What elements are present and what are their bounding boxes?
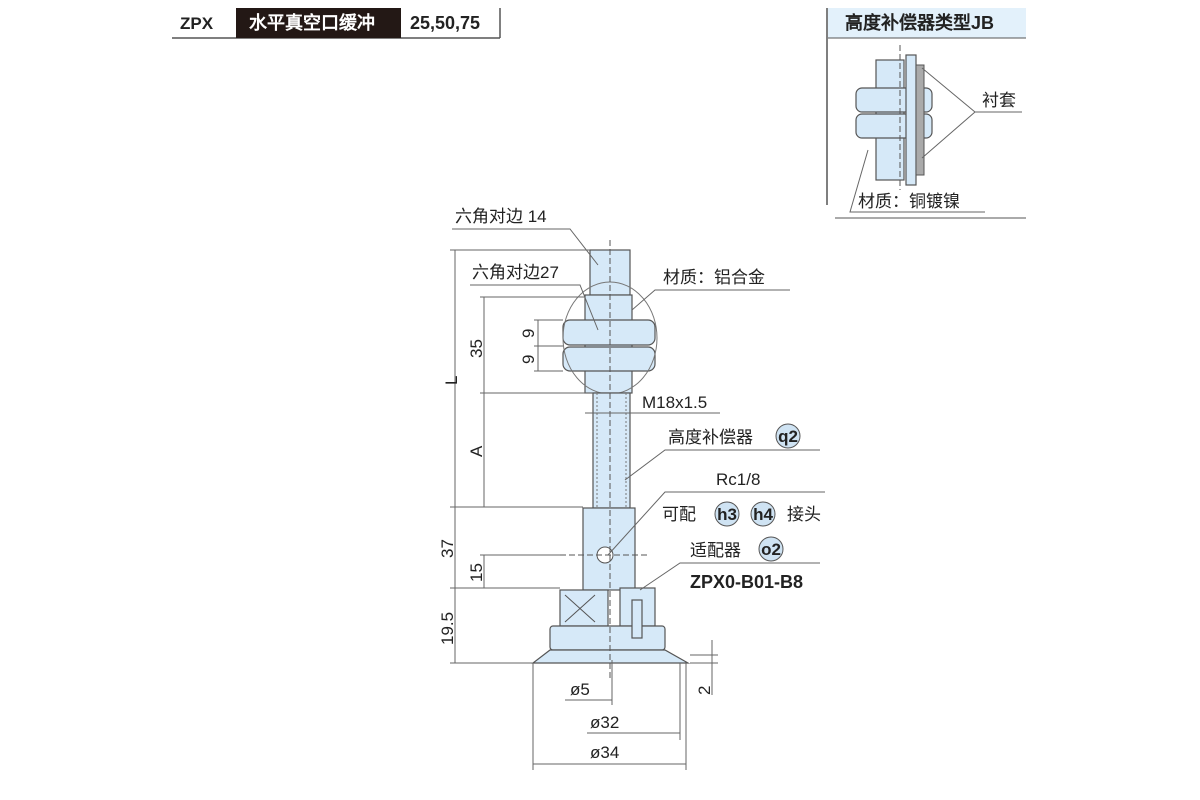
callout-fitting-prefix: 可配 xyxy=(662,505,696,524)
dim-35: 35 xyxy=(467,339,486,358)
hex-nut-lower xyxy=(562,346,656,372)
dim-37: 37 xyxy=(438,539,457,558)
threaded-rod xyxy=(592,392,631,509)
fitting-h3-badge: h3 xyxy=(717,505,737,524)
callout-compensator: 高度补偿器 xyxy=(668,428,753,447)
callout-adapter: 适配器 xyxy=(690,541,741,560)
dim-phi34: ø34 xyxy=(590,743,619,762)
title-box xyxy=(236,8,401,38)
dim-19-5: 19.5 xyxy=(438,612,457,645)
hex-nut-upper xyxy=(562,319,656,346)
dim-9-upper: 9 xyxy=(519,329,538,338)
dimension-lines: L 35 A 9 9 37 15 19.5 2 ø5 ø32 ø34 xyxy=(438,249,718,770)
adapter-model: ZPX0-B01-B8 xyxy=(690,572,803,592)
dim-A: A xyxy=(467,445,486,457)
series-title: 水平真空口缓冲 xyxy=(249,12,375,33)
callout-material: 材质：铝合金 xyxy=(663,268,765,287)
compensator-code-badge: q2 xyxy=(778,427,798,446)
callouts: 六角对边 14 六角对边27 材质：铝合金 M18x1.5 高度补偿器 q2 R… xyxy=(452,207,825,592)
series-sizes: 25,50,75 xyxy=(410,13,480,33)
inset-material-label: 材质：铜镀镍 xyxy=(858,192,960,211)
inset-title: 高度补偿器类型JB xyxy=(845,12,994,33)
inset-jb-type: 高度补偿器类型JB 衬套 材质：铜镀镍 xyxy=(826,8,1026,219)
fitting-h4-badge: h4 xyxy=(753,505,773,524)
dim-phi5: ø5 xyxy=(570,680,590,699)
callout-hex14: 六角对边 14 xyxy=(455,207,547,226)
adapter-code-badge: o2 xyxy=(761,540,781,559)
callout-port: Rc1/8 xyxy=(716,470,760,489)
callout-hex27: 六角对边27 xyxy=(472,263,559,282)
callout-thread: M18x1.5 xyxy=(642,393,707,412)
dim-9-lower: 9 xyxy=(519,355,538,364)
pad-flange xyxy=(549,625,666,651)
callout-fitting-suffix: 接头 xyxy=(787,505,821,524)
dim-phi32: ø32 xyxy=(590,713,619,732)
dim-L: L xyxy=(442,376,461,385)
dim-2: 2 xyxy=(695,686,714,695)
dim-15: 15 xyxy=(467,563,486,582)
bushing-label: 衬套 xyxy=(982,91,1016,110)
cushion-assembly xyxy=(531,240,691,680)
header-bar: ZPX 水平真空口缓冲 25,50,75 xyxy=(172,8,501,39)
series-code: ZPX xyxy=(180,14,214,33)
